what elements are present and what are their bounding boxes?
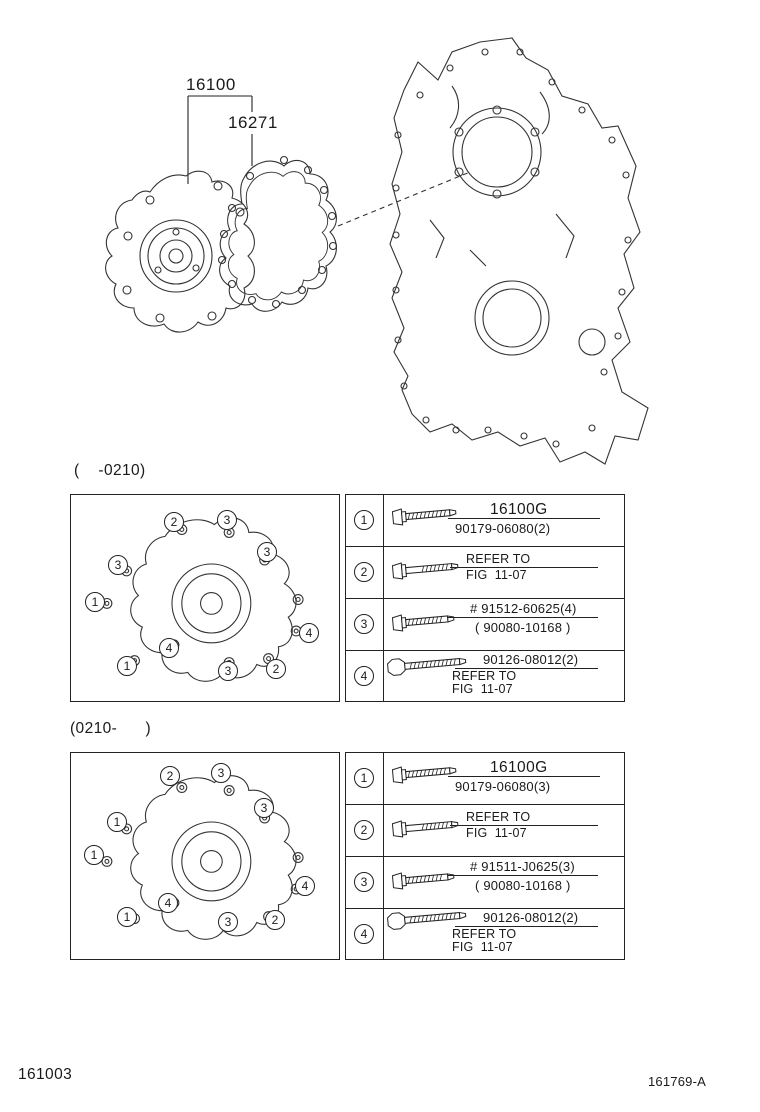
part-number: # 91512-60625(4) [470,601,577,616]
refer-note: REFER TO [452,927,517,941]
variant-label-pre-0210: ( -0210) [74,462,146,479]
engine-block-drawing [389,37,649,465]
pump-diagram-box-a [70,494,340,702]
refer-note: REFER TO [452,669,517,683]
callout-marker: 4 [299,623,319,643]
part-number: 90179-06080(2) [455,521,551,536]
callout-marker: 2 [265,910,285,930]
leader-line [448,875,598,876]
assembly-dashed-line [337,171,471,227]
callout-marker: 3 [254,798,274,818]
part-number: # 91511-J0625(3) [470,859,575,874]
variant-label-post-0210: (0210- ) [70,720,152,737]
refer-note: FIG 11-07 [452,940,513,954]
part-label-16100: 16100 [186,75,236,94]
leader-line [448,518,600,519]
callout-marker: 4 [159,638,179,658]
row-number: 2 [354,562,374,582]
callout-marker: 1 [85,592,105,612]
callout-marker: 1 [117,656,137,676]
hex-bolt-icon [389,500,465,530]
leader-line [455,926,598,927]
flange-bolt-icon [389,812,465,842]
table-row-divider [345,546,625,547]
callout-marker: 1 [84,845,104,865]
part-number: ( 90080-10168 ) [475,620,571,635]
hex-bolt-icon [389,606,465,636]
callout-marker: 3 [218,661,238,681]
callout-marker: 2 [160,766,180,786]
callout-marker: 4 [295,876,315,896]
figure-code: 161003 [18,1066,73,1083]
leader-line [448,617,598,618]
refer-note: REFER TO [466,552,531,566]
hex-bolt-icon [389,864,465,894]
part-number: 90126-08012(2) [483,910,579,925]
water-pump-drawing [105,170,255,333]
table-row-divider [345,650,625,651]
callout-marker: 3 [211,763,231,783]
callout-marker: 3 [217,510,237,530]
row-number: 3 [354,872,374,892]
refer-note: FIG 11-07 [466,826,527,840]
part-label-16271: 16271 [228,113,278,132]
callout-marker: 3 [108,555,128,575]
table-row-divider [345,908,625,909]
table-column-divider [383,494,384,702]
hex-bolt-icon [389,758,465,788]
part-code-16100g: 16100G [490,759,548,776]
refer-note: FIG 11-07 [452,682,513,696]
flange-bolt-icon [389,554,465,584]
stud-bolt-icon [385,903,473,936]
table-row-divider [345,598,625,599]
drawing-number: 161769-A [648,1074,706,1089]
pump-diagram-box-b [70,752,340,960]
main-illustration [105,37,649,465]
callout-marker: 3 [218,912,238,932]
callout-marker: 2 [266,659,286,679]
row-number: 4 [354,924,374,944]
refer-note: FIG 11-07 [466,568,527,582]
part-number: 90126-08012(2) [483,652,579,667]
refer-note: REFER TO [466,810,531,824]
pump-diagram-drawing-a [101,517,304,682]
table-column-divider [383,752,384,960]
part-number: ( 90080-10168 ) [475,878,571,893]
part-code-16100g: 16100G [490,501,548,518]
row-number: 4 [354,666,374,686]
leader-line [450,567,598,568]
leader-line [450,825,598,826]
row-number: 3 [354,614,374,634]
row-number: 2 [354,820,374,840]
leader-line [448,776,600,777]
part-label-lines [187,95,253,184]
callout-marker: 3 [257,542,277,562]
leader-line [455,668,598,669]
table-row-divider [345,804,625,805]
table-row-divider [345,856,625,857]
row-number: 1 [354,768,374,788]
part-number: 90179-06080(3) [455,779,551,794]
pump-diagram-drawing-b [101,775,304,940]
row-number: 1 [354,510,374,530]
callout-marker: 1 [107,812,127,832]
callout-marker: 2 [164,512,184,532]
callout-marker: 1 [117,907,137,927]
gasket-drawing [217,155,338,312]
stud-bolt-icon [385,649,473,682]
callout-marker: 4 [158,893,178,913]
